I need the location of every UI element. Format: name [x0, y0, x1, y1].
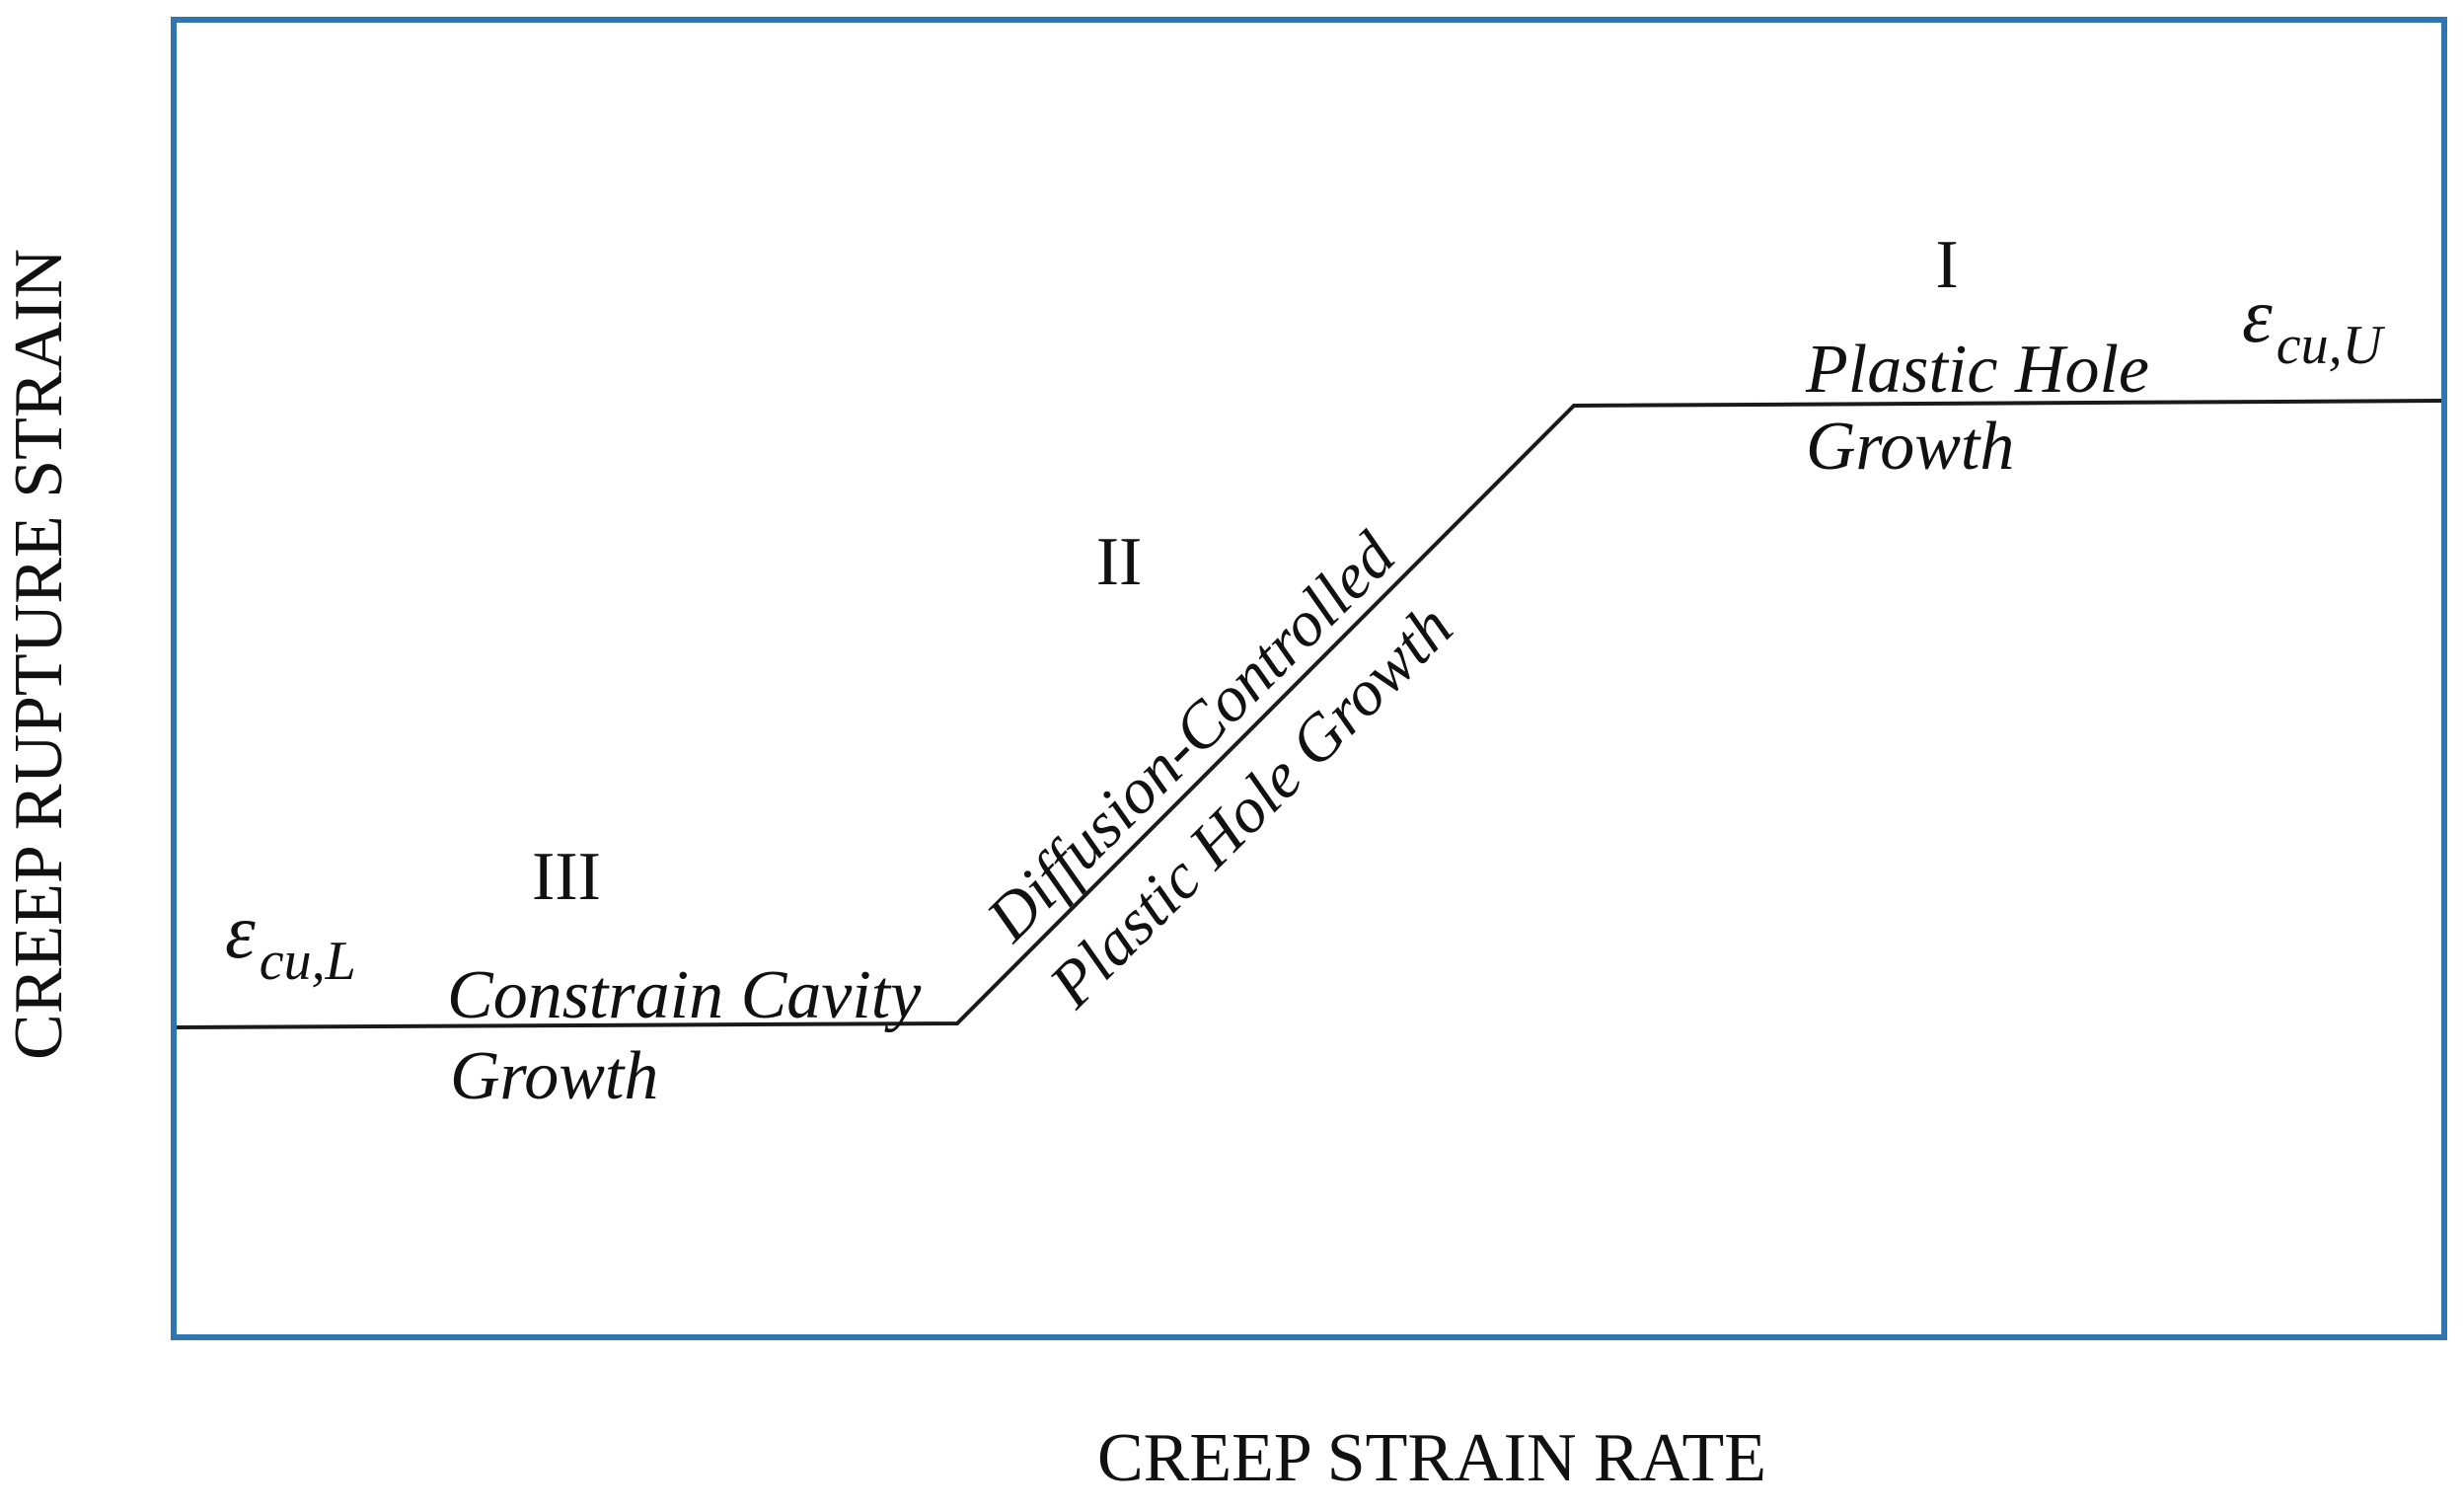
region-ii-numeral: II: [1096, 524, 1143, 600]
epsilon-upper-label: ε cu,U: [2242, 272, 2386, 376]
region-i-caption-line2: Growth: [1806, 409, 2014, 485]
y-axis-label: CREEP RUPTURE STRAIN: [1, 249, 77, 1060]
region-i-numeral: I: [1935, 227, 1958, 303]
epsilon-lower-symbol: ε: [225, 888, 256, 974]
epsilon-lower-label: ε cu,L: [225, 888, 356, 992]
plot-area-border: [171, 17, 2447, 1340]
region-iii-numeral: III: [532, 839, 601, 915]
epsilon-lower-subscript: cu,L: [260, 931, 356, 992]
region-iii-caption-line2: Growth: [450, 1038, 658, 1114]
region-iii-caption-line1: Constrain Cavity: [447, 957, 922, 1033]
x-axis-label: CREEP STRAIN RATE: [1097, 1420, 1766, 1496]
epsilon-upper-subscript: cu,U: [2277, 315, 2386, 376]
creep-curve-line: [176, 399, 2442, 1029]
region-i-caption-line1: Plastic Hole: [1805, 332, 2149, 408]
epsilon-upper-symbol: ε: [2242, 272, 2273, 358]
